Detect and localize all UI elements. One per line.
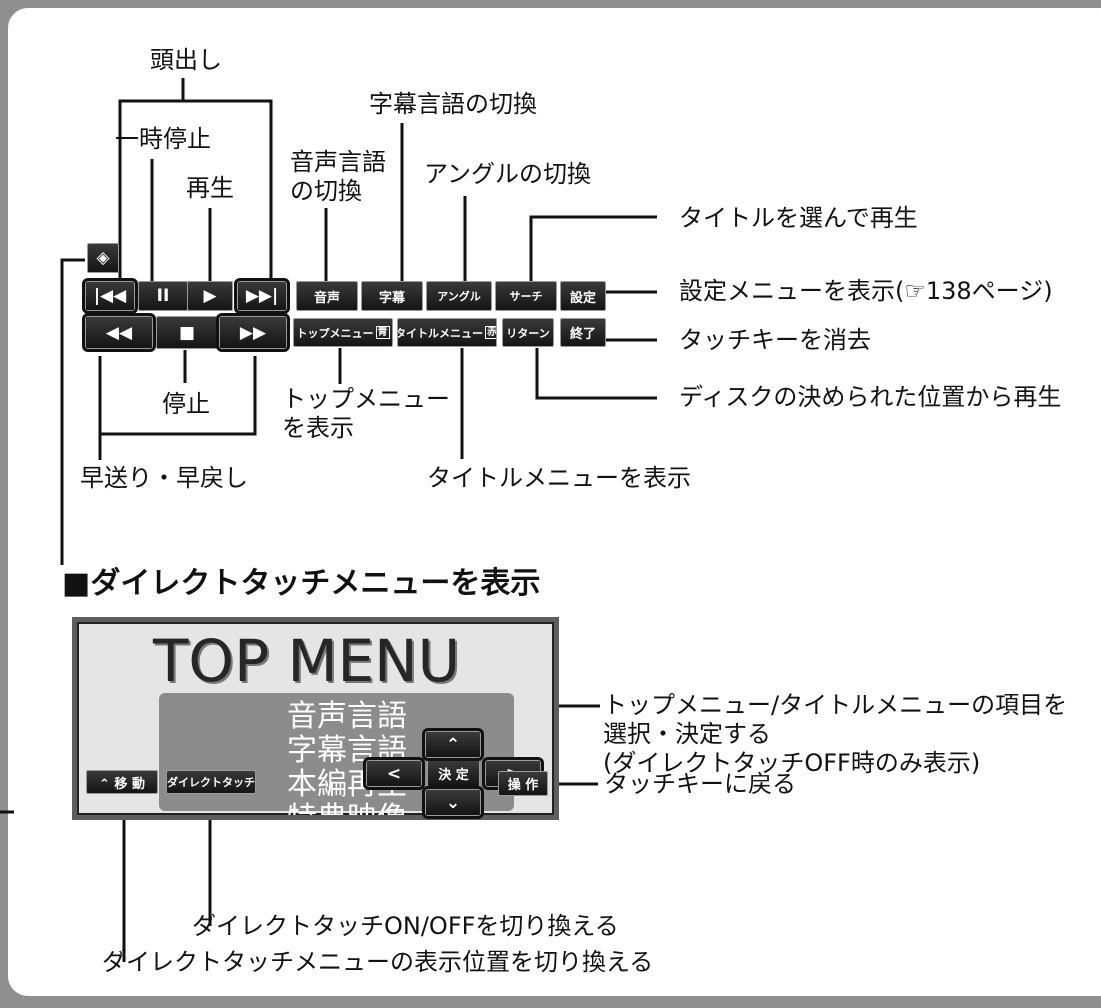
stop-label: 停止: [162, 390, 210, 418]
menu-item-audio[interactable]: 音声言語: [287, 699, 407, 734]
down-highlight: [422, 786, 484, 819]
prev-chapter-button[interactable]: |◀◀: [85, 281, 135, 311]
subtitle-button[interactable]: 字幕: [361, 281, 423, 311]
audio-language-label: 音声言語 の切換: [290, 148, 386, 205]
audio-button[interactable]: 音声: [296, 281, 358, 311]
rewind-highlight: [82, 313, 156, 352]
left-highlight: [363, 757, 425, 790]
play-label: 再生: [186, 174, 234, 202]
rewind-button[interactable]: ◀◀: [85, 316, 153, 349]
red-key-tag: 赤: [485, 326, 497, 339]
return-button[interactable]: リターン: [502, 318, 554, 347]
title-select-play-label: タイトルを選んで再生: [679, 204, 918, 232]
ff-rewind-label: 早送り・早戻し: [80, 464, 248, 492]
up-button[interactable]: ⌃: [425, 731, 481, 758]
top-menu-title: TOP MENU: [153, 627, 461, 695]
settings-menu-label: 設定メニューを表示(☞138ページ): [679, 277, 1053, 305]
fast-forward-highlight: [216, 313, 290, 352]
title-menu-button-label: タイトルメニュー: [397, 326, 483, 340]
operate-button[interactable]: 操 作: [498, 771, 548, 796]
blue-key-tag: 青: [375, 326, 390, 339]
hide-touch-keys-label: タッチキーを消去: [679, 326, 871, 354]
angle-button[interactable]: アングル: [426, 281, 492, 311]
prev-chapter-highlight: [82, 278, 138, 314]
move-button[interactable]: ⌃ 移 動: [86, 770, 158, 794]
angle-label: アングルの切換: [424, 160, 592, 188]
next-chapter-highlight: [234, 278, 290, 314]
disc-position-play-label: ディスクの決められた位置から再生: [679, 383, 1062, 411]
subtitle-language-label: 字幕言語の切換: [369, 90, 537, 118]
chapter-skip-label: 頭出し: [150, 46, 222, 74]
direct-touch-button[interactable]: ダイレクトタッチ: [166, 770, 256, 794]
direct-touch-heading: ■ダイレクトタッチメニューを表示: [62, 566, 541, 601]
return-touch-keys-label: タッチキーに戻る: [604, 770, 796, 798]
down-button[interactable]: ⌄: [425, 789, 481, 816]
menu-item-bonus[interactable]: 特典映像: [287, 801, 407, 820]
fast-forward-button[interactable]: ▶▶: [219, 316, 287, 349]
direct-touch-toggle-label: ダイレクトタッチON/OFFを切り換える: [192, 912, 619, 940]
menu-position-label: ダイレクトタッチメニューの表示位置を切り換える: [102, 948, 654, 976]
menu-select-label: トップメニュー/タイトルメニューの項目を 選択・決定する (ダイレクトタッチOF…: [603, 691, 1068, 777]
decide-button[interactable]: 決 定: [427, 760, 480, 787]
up-highlight: [422, 728, 484, 761]
top-menu-button[interactable]: トップメニュー青: [293, 318, 393, 347]
title-menu-button[interactable]: タイトルメニュー赤: [397, 318, 497, 347]
title-menu-show-label: タイトルメニューを表示: [427, 464, 691, 492]
stop-button[interactable]: ■: [156, 316, 218, 349]
settings-button[interactable]: 設定: [560, 281, 606, 311]
search-button[interactable]: サーチ: [495, 281, 557, 311]
pause-label: 一時停止: [115, 125, 211, 153]
end-button[interactable]: 終了: [560, 318, 606, 347]
play-button[interactable]: ▶: [187, 281, 233, 311]
next-chapter-button[interactable]: ▶▶|: [237, 281, 287, 311]
top-menu-button-label: トップメニュー: [296, 326, 374, 340]
top-menu-show-label: トップメニュー を表示: [282, 385, 450, 442]
left-button[interactable]: <: [366, 760, 422, 787]
direct-touch-menu-icon[interactable]: ◈: [87, 243, 119, 273]
pause-button[interactable]: II: [138, 281, 188, 311]
